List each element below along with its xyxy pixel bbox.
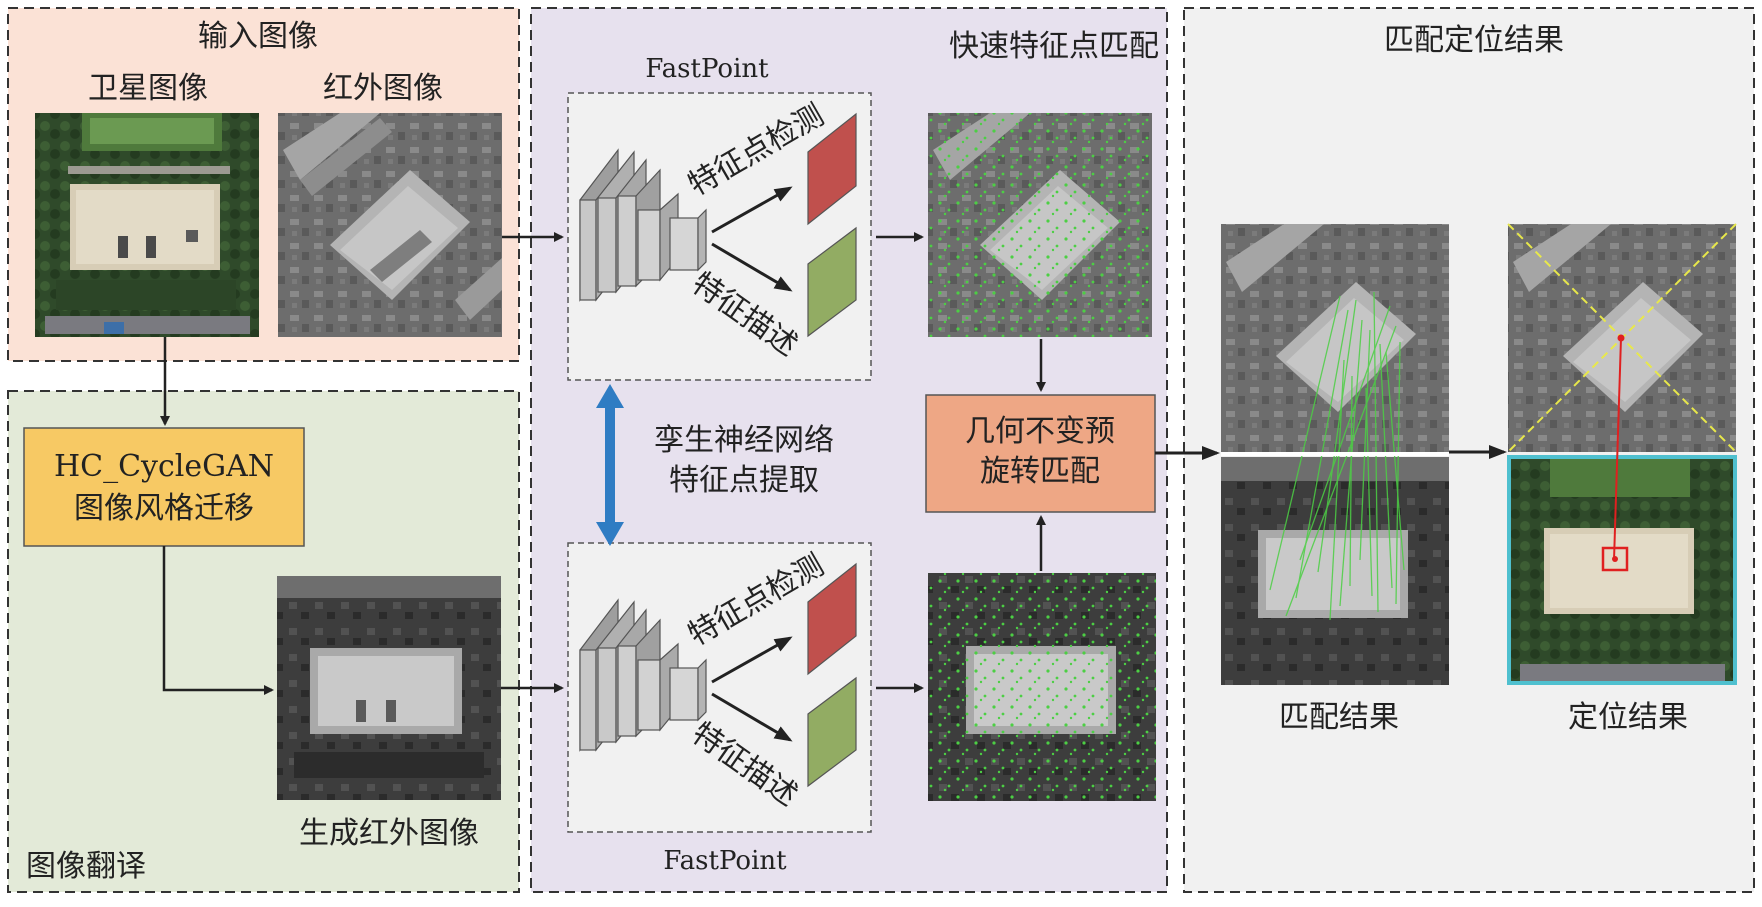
satellite-image — [35, 113, 259, 337]
hc-cyclegan-title: HC_CycleGAN — [54, 449, 274, 484]
describe-arrow-icon — [711, 242, 793, 292]
locate-frame — [1507, 455, 1737, 685]
satellite-image-label: 卫星图像 — [88, 71, 208, 106]
locate-line — [1613, 337, 1622, 561]
cnn-block-icon — [579, 598, 707, 752]
matching-panel-title: 快速特征点匹配 — [949, 29, 1159, 64]
fastpoint-top-label: FastPoint — [645, 54, 769, 84]
keypoint-image-bottom — [928, 573, 1156, 801]
input-panel-title: 输入图像 — [198, 19, 318, 54]
infrared-image-label: 红外图像 — [323, 71, 443, 106]
infrared-image — [278, 113, 502, 337]
result-panel-title: 匹配定位结果 — [1384, 23, 1564, 58]
detect-arrow-icon — [711, 636, 793, 684]
generated-infrared-image — [277, 576, 501, 800]
match-lines — [1269, 291, 1405, 621]
match-result-label: 匹配结果 — [1279, 700, 1399, 735]
double-arrow-icon — [596, 384, 624, 546]
detect-head-bottom — [807, 562, 857, 676]
rotation-label-line1: 几何不变预 — [965, 414, 1115, 449]
match-result-infrared — [1221, 224, 1449, 452]
describe-head-bottom — [807, 676, 857, 788]
match-result-satellite — [1221, 457, 1449, 685]
style-transfer-label: 图像风格迁移 — [74, 491, 254, 526]
keypoint-image-top — [928, 113, 1152, 337]
siamese-label-line2: 特征点提取 — [669, 463, 819, 498]
rotation-label-line2: 旋转匹配 — [980, 454, 1100, 489]
generated-infrared-label: 生成红外图像 — [299, 816, 479, 851]
describe-arrow-icon — [711, 692, 793, 742]
fastpoint-bottom-label: FastPoint — [663, 846, 787, 876]
gan-to-generated-arrow-icon — [162, 546, 274, 695]
describe-head-top — [807, 226, 857, 338]
hc-cyclegan-box — [23, 427, 305, 547]
rotation-matching-box — [925, 394, 1156, 513]
cnn-block-icon — [579, 148, 707, 302]
locate-result-label: 定位结果 — [1568, 700, 1688, 735]
detect-head-top — [807, 112, 857, 226]
detect-arrow-icon — [711, 186, 793, 234]
locate-center-dot — [1617, 334, 1625, 342]
locate-marker-dot — [1612, 556, 1618, 562]
translation-panel-title: 图像翻译 — [26, 849, 146, 884]
locate-marker — [1601, 546, 1629, 572]
siamese-label-line1: 孪生神经网络 — [654, 423, 834, 458]
